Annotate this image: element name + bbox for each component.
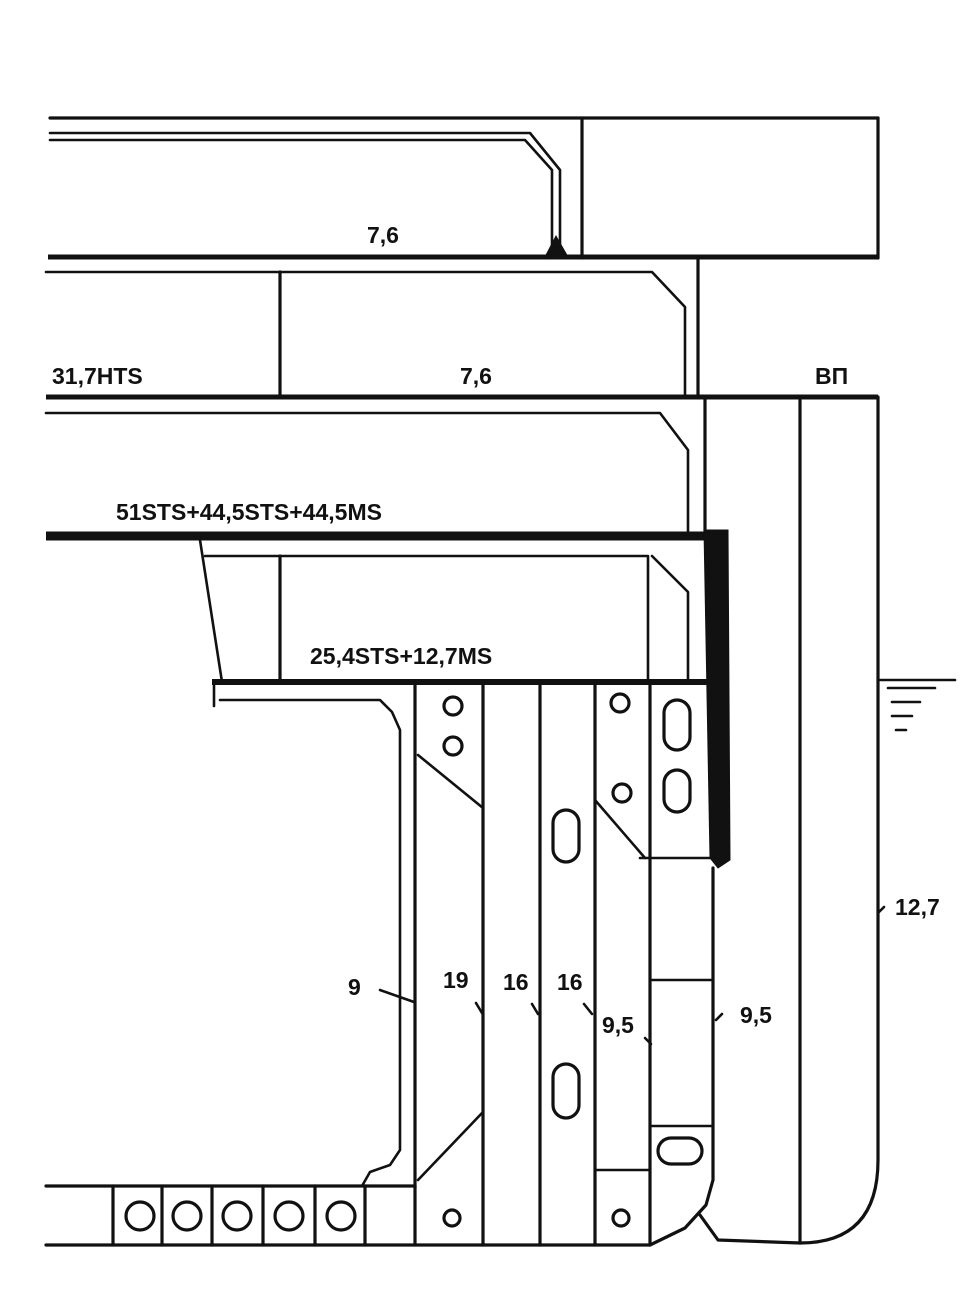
upper-deck-thickness-label: 7,6 xyxy=(367,222,399,248)
longitudinal-3-label: 16 xyxy=(557,969,583,995)
inner-bulkhead xyxy=(212,680,417,1190)
longitudinal-2-label: 16 xyxy=(503,969,529,995)
upper-deck-structure xyxy=(48,116,880,260)
outer-bulkhead-label: 9,5 xyxy=(740,1002,772,1028)
longitudinal-1-label: 19 xyxy=(443,967,469,993)
second-deck-structure xyxy=(44,256,878,400)
inner-bulkhead-label: 9 xyxy=(348,974,361,1000)
longitudinal-webs xyxy=(416,680,717,1247)
second-deck-thickness-label: 7,6 xyxy=(460,363,492,389)
longitudinal-4-label: 9,5 xyxy=(602,1012,634,1038)
between-deck-structure xyxy=(198,538,710,685)
label-leaders xyxy=(378,905,886,1046)
shell-plating-label: 12,7 xyxy=(895,894,940,920)
waterline-symbol-icon xyxy=(876,678,957,732)
lower-deck-label: 25,4STS+12,7MS xyxy=(310,643,492,669)
lightening-holes xyxy=(442,692,704,1228)
second-deck-left-label: 31,7HTS xyxy=(52,363,143,389)
main-deck-structure xyxy=(46,529,731,869)
shell-plating xyxy=(798,395,880,1245)
thickness-labels: 7,6 31,7HTS 7,6 ВП 51STS+44,5STS+44,5MS … xyxy=(52,222,940,1038)
outer-bulkhead xyxy=(648,866,802,1247)
double-bottom xyxy=(44,1184,652,1247)
main-deck-label: 51STS+44,5STS+44,5MS xyxy=(116,499,382,525)
intermediate-structure xyxy=(44,395,802,1245)
waterline-marker-label: ВП xyxy=(815,363,848,389)
